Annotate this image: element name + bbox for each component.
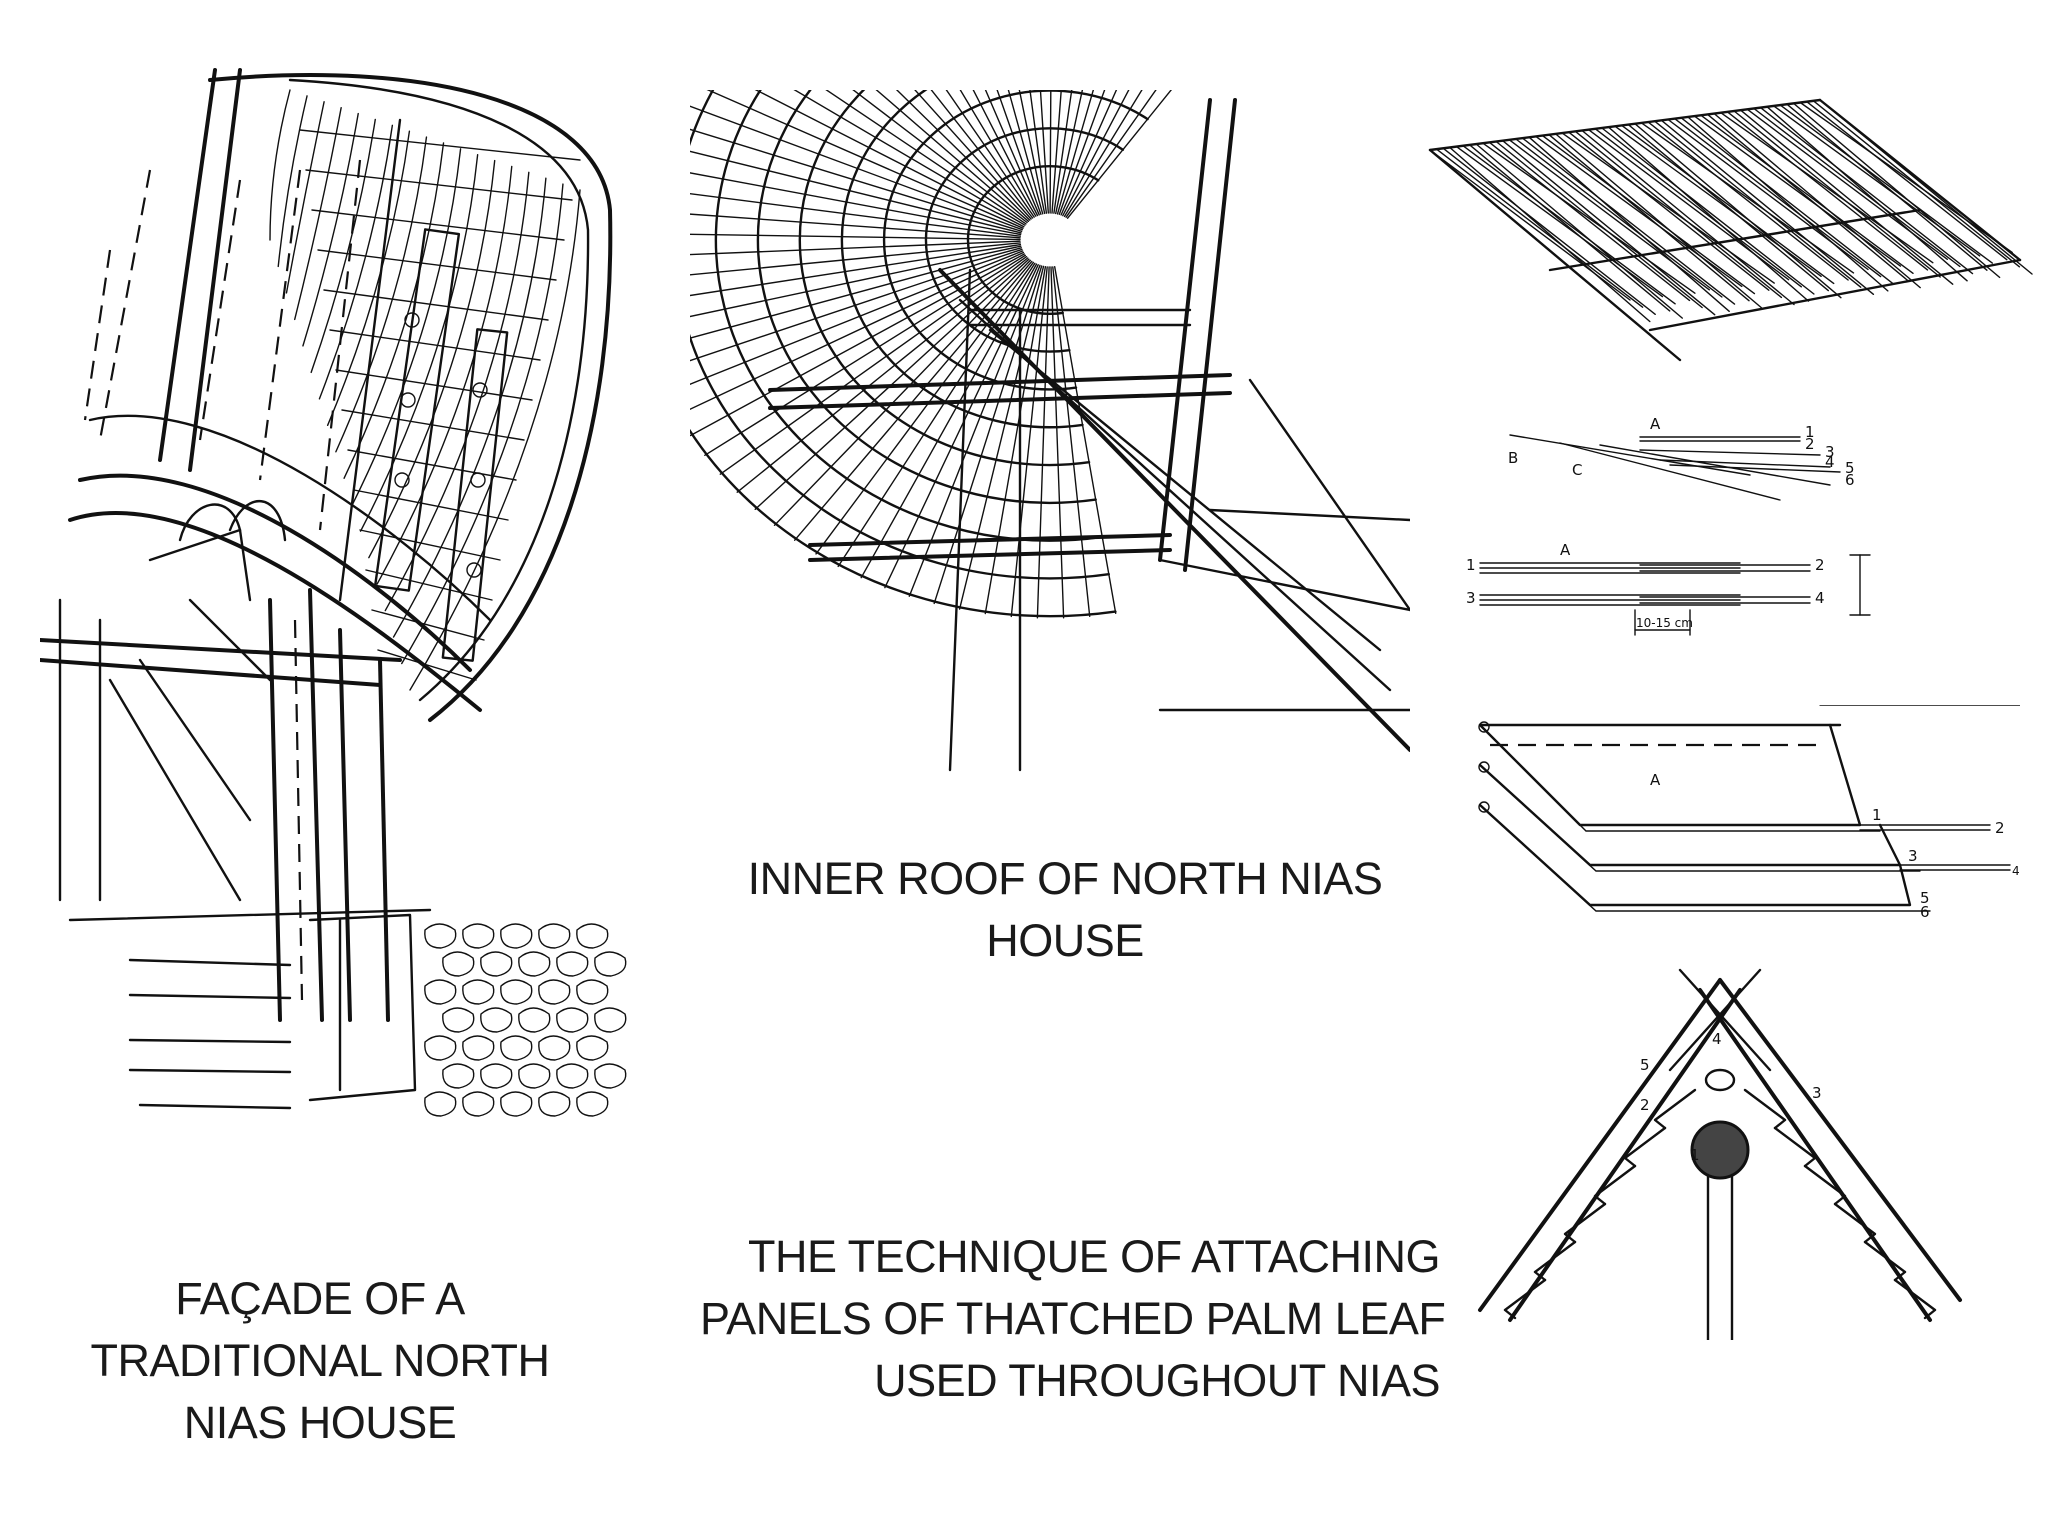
stacked-label-2: 2 <box>1995 819 2005 837</box>
thatch-panel-drawing <box>1420 90 2048 380</box>
layering-label-2: 2 <box>1805 435 1815 453</box>
stacked-label-1: 1 <box>1872 806 1882 824</box>
overlap-label-1: 1 <box>1466 556 1476 574</box>
facade-caption: FAÇADE OF A TRADITIONAL NORTH NIAS HOUSE <box>60 1268 580 1454</box>
stacked-panels-illustration: A 1 2 3 4 5 6 <box>1478 705 2020 921</box>
layering-label-a: A <box>1650 415 1661 433</box>
inner-roof-caption-line-1: INNER ROOF OF NORTH NIAS <box>747 853 1383 904</box>
technique-caption-line-1: THE TECHNIQUE OF ATTACHING <box>747 1231 1441 1282</box>
stacked-label-a: A <box>1650 771 1661 789</box>
overlap-label-4: 4 <box>1815 589 1825 607</box>
ridge-label-1: 1 <box>1690 1146 1700 1164</box>
inner-roof-drawing <box>690 90 1410 780</box>
stacked-label-4: 4 <box>2012 864 2020 878</box>
technique-caption-line-3: USED THROUGHOUT NIAS <box>874 1355 1440 1406</box>
facade-caption-line-2: TRADITIONAL NORTH <box>90 1335 550 1386</box>
ridge-section-illustration: 1 2 3 4 5 <box>1478 968 1962 1340</box>
layering-label-b: B <box>1508 449 1518 467</box>
technique-caption: THE TECHNIQUE OF ATTACHING PANELS OF THA… <box>700 1226 1446 1412</box>
layering-detail-drawing: A B C 1 2 3 4 5 6 <box>1500 415 1870 515</box>
overlap-label-distance: 10-15 cm <box>1636 616 1693 630</box>
stacked-label-6: 6 <box>1920 903 1930 921</box>
layering-label-6: 6 <box>1845 471 1855 489</box>
thatch-panel-illustration <box>1428 98 2033 362</box>
layering-label-3: 3 <box>1825 443 1835 461</box>
overlap-label-3: 3 <box>1466 589 1476 607</box>
stacked-label-3: 3 <box>1908 847 1918 865</box>
facade-illustration <box>40 68 627 1117</box>
facade-caption-line-3: NIAS HOUSE <box>183 1397 457 1448</box>
overlap-label-2: 2 <box>1815 556 1825 574</box>
facade-drawing <box>40 60 630 1130</box>
technique-caption-line-2: PANELS OF THATCHED PALM LEAF <box>700 1293 1446 1344</box>
overlap-detail-drawing: A 1 2 3 4 10-15 cm <box>1460 535 1900 665</box>
ridge-label-4: 4 <box>1712 1030 1722 1048</box>
ridge-section-drawing: 1 2 3 4 5 <box>1470 960 1970 1340</box>
ridge-label-3: 3 <box>1812 1084 1822 1102</box>
layering-label-4: 4 <box>1825 453 1835 471</box>
ridge-label-5: 5 <box>1640 1056 1650 1074</box>
overlap-detail-illustration: A 1 2 3 4 10-15 cm <box>1466 541 1871 636</box>
inner-roof-caption-line-2: HOUSE <box>986 915 1144 966</box>
layering-label-1: 1 <box>1805 423 1815 441</box>
ridge-label-2: 2 <box>1640 1096 1650 1114</box>
stacked-label-5: 5 <box>1920 889 1930 907</box>
stacked-panels-drawing: A 1 2 3 4 5 6 <box>1460 705 2020 945</box>
layering-label-5: 5 <box>1845 459 1855 477</box>
inner-roof-caption: INNER ROOF OF NORTH NIAS HOUSE <box>740 848 1390 972</box>
layering-label-c: C <box>1572 461 1582 479</box>
facade-caption-line-1: FAÇADE OF A <box>175 1273 465 1324</box>
layering-detail-illustration: A B C 1 2 3 4 5 6 <box>1508 415 1855 501</box>
inner-roof-illustration <box>690 90 1410 772</box>
overlap-label-a: A <box>1560 541 1571 559</box>
